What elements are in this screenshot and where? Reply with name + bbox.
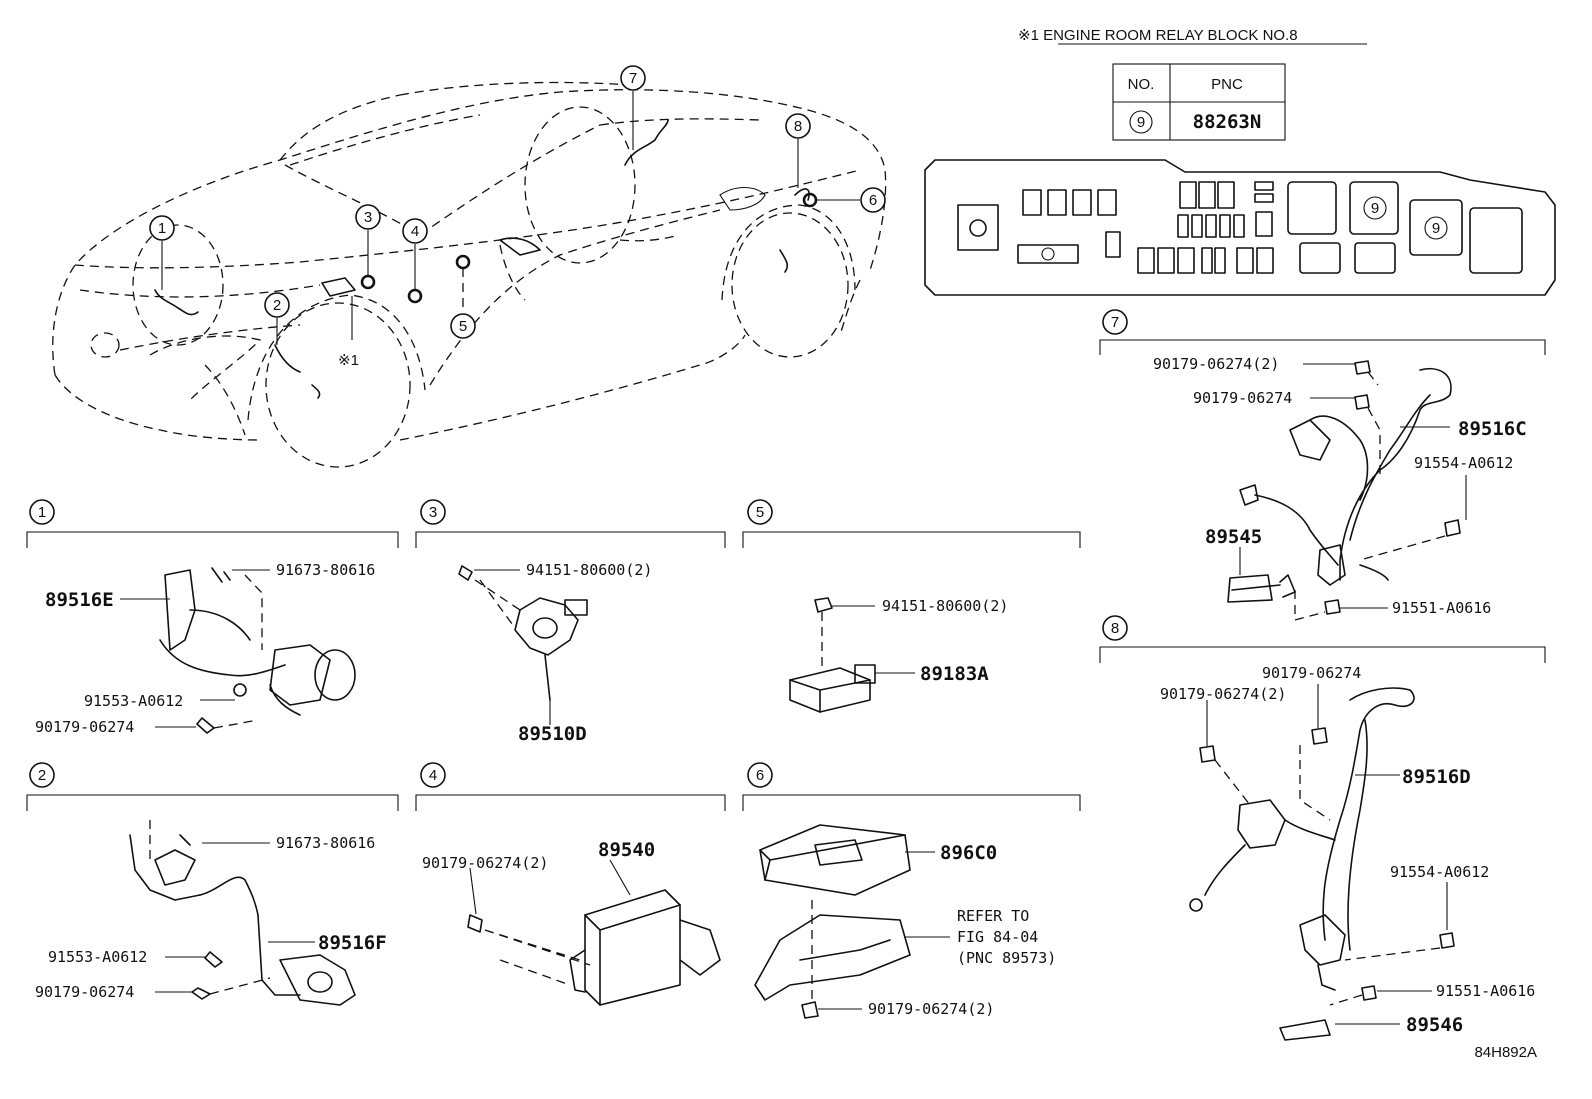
section-5-number: 5	[756, 504, 764, 521]
section-6-number: 6	[756, 767, 764, 784]
part-94151-80600-b: 94151-80600(2)	[882, 597, 1008, 615]
part-91673-80616-b: 91673-80616	[276, 834, 375, 852]
section-2-number: 2	[38, 767, 46, 784]
part-89510D: 89510D	[518, 723, 587, 745]
table-row-no: 9	[1137, 114, 1145, 131]
section-7-number: 7	[1111, 314, 1119, 331]
part-90179-06274-b: 90179-06274	[35, 983, 134, 1001]
refer-fig-label: FIG 84-04	[957, 928, 1038, 946]
part-90179-06274-2-s7: 90179-06274(2)	[1153, 355, 1279, 373]
relay-block-title: ※1 ENGINE ROOM RELAY BLOCK NO.8	[1018, 27, 1298, 44]
part-896C0: 896C0	[940, 842, 997, 864]
section-8-number: 8	[1111, 620, 1119, 637]
relay-block: ※1 ENGINE ROOM RELAY BLOCK NO.8 NO. PNC …	[924, 27, 1556, 296]
part-89516E: 89516E	[45, 589, 114, 611]
callout-1: 1	[158, 220, 166, 237]
callout-2: 2	[273, 297, 281, 314]
section-3-number: 3	[429, 504, 437, 521]
callout-7: 7	[629, 70, 637, 87]
part-90179-06274-s8: 90179-06274	[1262, 664, 1361, 682]
table-header-pnc: PNC	[1211, 76, 1243, 93]
part-89545: 89545	[1205, 526, 1262, 548]
figure-code: 84H892A	[1474, 1044, 1537, 1061]
part-91553-A0612: 91553-A0612	[84, 692, 183, 710]
part-89516D: 89516D	[1402, 766, 1471, 788]
part-94151-80600: 94151-80600(2)	[526, 561, 652, 579]
part-91554-A0612-s8: 91554-A0612	[1390, 863, 1489, 881]
part-91551-A0616-s8: 91551-A0616	[1436, 982, 1535, 1000]
callout-4: 4	[411, 223, 419, 240]
section-2: 2 91673-80616 89516F 91553-A0612 90179-0…	[26, 762, 399, 1006]
part-91553-A0612-b: 91553-A0612	[48, 948, 147, 966]
part-90179-06274-2-s8: 90179-06274(2)	[1160, 685, 1286, 703]
section-8: 8 90179-06274 90179-06274(2) 89516D 9155…	[1099, 615, 1546, 1041]
section-3: 3 94151-80600(2) 89510D	[415, 499, 726, 745]
part-90179-06274-6: 90179-06274(2)	[868, 1000, 994, 1018]
part-89183A: 89183A	[920, 663, 989, 685]
part-91673-80616: 91673-80616	[276, 561, 375, 579]
part-89516F: 89516F	[318, 932, 387, 954]
callout-5: 5	[459, 318, 467, 335]
relay-9-a: 9	[1371, 200, 1379, 217]
part-89546: 89546	[1406, 1014, 1463, 1036]
part-90179-06274: 90179-06274	[35, 718, 134, 736]
car-callouts: 1 2 3 4 5 6 7 8 ※1	[149, 65, 886, 369]
refer-pnc-label: (PNC 89573)	[957, 949, 1056, 967]
table-row-pnc: 88263N	[1193, 111, 1262, 133]
section-7: 7 90179-06274(2) 90179-06274 89516C 9155…	[1099, 309, 1546, 621]
table-header-no: NO.	[1128, 76, 1155, 93]
callout-3: 3	[364, 209, 372, 226]
section-5: 5 94151-80600(2) 89183A	[742, 499, 1081, 713]
part-91551-A0616-s7: 91551-A0616	[1392, 599, 1491, 617]
part-91554-A0612-s7: 91554-A0612	[1414, 454, 1513, 472]
callout-8: 8	[794, 118, 802, 135]
section-4-number: 4	[429, 767, 437, 784]
section-1: 1 91673-80616 89516E 91553-A0612 90179-0…	[26, 499, 399, 736]
section-4: 4 89540 90179-06274(2)	[415, 762, 726, 1006]
refer-to-label: REFER TO	[957, 907, 1029, 925]
callout-6: 6	[869, 192, 877, 209]
part-89516C: 89516C	[1458, 418, 1527, 440]
car-overview	[52, 81, 887, 468]
part-90179-06274-2: 90179-06274(2)	[422, 854, 548, 872]
section-1-number: 1	[38, 504, 46, 521]
relay-reference-label: ※1	[338, 352, 359, 369]
part-89540: 89540	[598, 839, 655, 861]
part-90179-06274-s7: 90179-06274	[1193, 389, 1292, 407]
relay-9-b: 9	[1432, 220, 1440, 237]
section-6: 6 896C0 REFER TO FIG 84-04 (PNC 89573) 9…	[742, 762, 1081, 1019]
